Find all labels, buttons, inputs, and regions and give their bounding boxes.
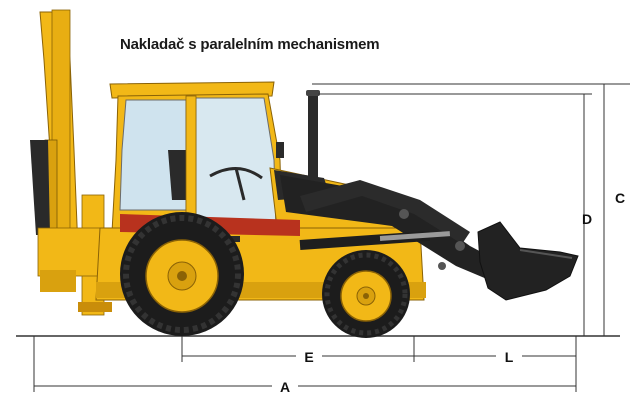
dimension-label-a: A <box>280 379 290 394</box>
dimension-lines <box>33 83 630 392</box>
front-wheel <box>322 250 410 338</box>
dimension-label-l: L <box>505 349 514 365</box>
diagram-title: Nakladač s paralelním mechanismem <box>120 36 380 53</box>
dimension-label-e: E <box>304 349 313 365</box>
backhoe-arm <box>30 9 127 316</box>
loader-arm <box>280 175 579 301</box>
dimension-label-c: C <box>615 190 625 206</box>
rear-wheel <box>120 212 244 336</box>
dimension-label-d: D <box>582 211 592 227</box>
